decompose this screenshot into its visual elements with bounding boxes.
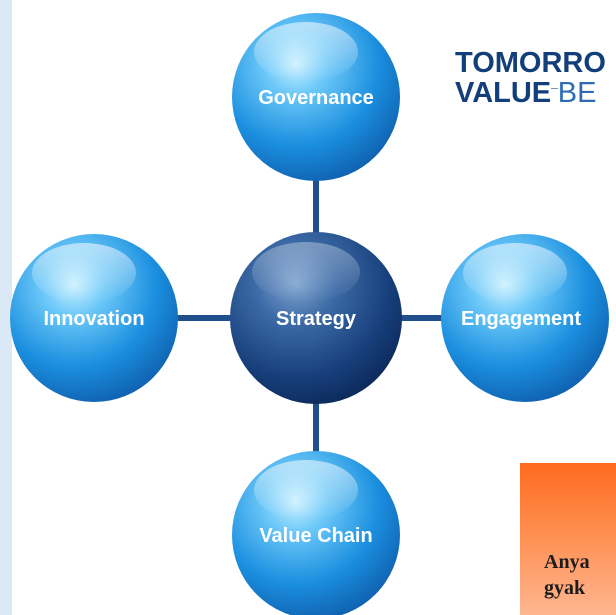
strategy-gloss xyxy=(252,242,360,302)
governance-label: Governance xyxy=(258,87,374,109)
engagement-label: Engagement xyxy=(461,308,581,330)
brand-line-1: TOMORRO xyxy=(455,48,606,79)
note-line-1: Anya xyxy=(544,551,590,573)
node-governance: Governance xyxy=(232,13,400,181)
brand-line-2: VALUE¯BE xyxy=(455,78,616,108)
node-value-chain: Value Chain xyxy=(232,451,400,615)
brand-line-2-light: BE xyxy=(557,77,597,109)
node-innovation: Innovation xyxy=(10,234,178,402)
engagement-gloss xyxy=(463,243,567,303)
note-text: Anya gyak xyxy=(544,549,590,601)
innovation-label: Innovation xyxy=(43,308,144,330)
innovation-gloss xyxy=(32,243,136,303)
brand-line-2-bold: VALUE xyxy=(455,77,552,109)
node-engagement: Engagement xyxy=(441,234,609,402)
note-line-2: gyak xyxy=(544,577,586,599)
brand-logo-text: TOMORRO VALUE¯BE xyxy=(455,48,616,110)
value-chain-gloss xyxy=(254,460,358,520)
node-strategy: Strategy xyxy=(230,232,402,404)
orange-note-box: Anya gyak xyxy=(520,463,616,615)
value-chain-label: Value Chain xyxy=(259,525,372,547)
strategy-label: Strategy xyxy=(276,308,357,330)
governance-gloss xyxy=(254,22,358,82)
left-border-strip xyxy=(0,0,12,615)
brand-trademark-mark: ¯ xyxy=(551,86,558,100)
